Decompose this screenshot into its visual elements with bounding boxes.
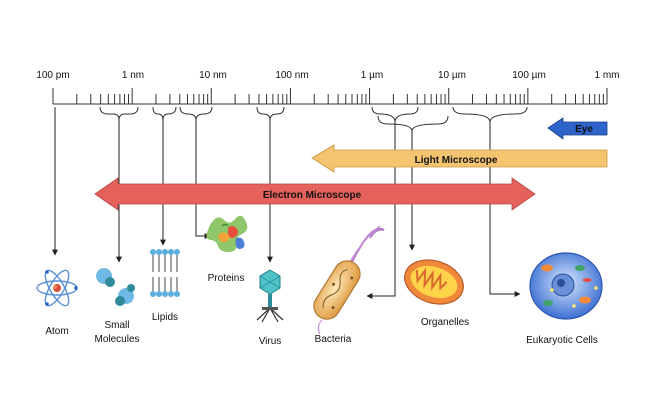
bracket-eukaryotic-cells (452, 106, 528, 123)
eye-label: Eye (575, 124, 593, 135)
scale-label-100um: 100 µm (512, 70, 546, 81)
lipids-label: Lipids (152, 312, 178, 323)
organelles-icon (404, 259, 464, 305)
bracket-organelles (377, 115, 449, 132)
lipid-head (168, 291, 174, 297)
scale-label-1um: 1 µm (361, 70, 383, 81)
scale-label-1mm: 1 mm (595, 70, 620, 81)
bracket-virus (256, 106, 285, 121)
lipid-head (150, 249, 156, 255)
range-light-microscope: Light Microscope (311, 144, 608, 173)
small-molecules-icon (96, 268, 135, 306)
small-molecules-label-line2: Molecules (94, 334, 139, 345)
virus-label: Virus (259, 336, 282, 347)
atom-label: Atom (45, 326, 68, 337)
lipid-head (174, 291, 180, 297)
proteins-label: Proteins (208, 273, 245, 284)
eukaryotic-cells-label: Eukaryotic Cells (526, 335, 598, 346)
scale-label-1nm: 1 nm (122, 70, 144, 81)
small-molecules-label-line1: Small (104, 320, 129, 331)
scale-label-100pm: 100 pm (36, 70, 69, 81)
scale-label-100nm: 100 nm (275, 70, 308, 81)
lipid-head (162, 291, 168, 297)
lipid-head (150, 291, 156, 297)
size-brackets (99, 106, 528, 132)
electron-microscope-arrow (94, 177, 536, 211)
lipid-head (156, 249, 162, 255)
pointer-proteins-path (195, 120, 211, 239)
scale-label-10nm: 10 nm (199, 70, 227, 81)
bacteria-icon (313, 225, 385, 335)
bracket-small-molecules (99, 106, 139, 121)
light-microscope-arrow (311, 144, 608, 173)
lipid-head (156, 291, 162, 297)
bracket-lipids (152, 106, 177, 121)
scale-label-10um: 10 µm (438, 70, 466, 81)
lipid-head (168, 249, 174, 255)
range-electron-microscope: Electron Microscope (94, 177, 536, 211)
electron-microscope-label: Electron Microscope (263, 190, 362, 201)
eye-arrow (547, 117, 608, 140)
pointer-eukaryotic-cells (489, 122, 521, 297)
proteins-icon (206, 215, 248, 252)
scale-labels: 100 pm 1 nm 10 nm 100 nm 1 µm 10 µm 100 … (36, 70, 619, 81)
eukaryotic-cells-icon (529, 252, 603, 320)
atom-icon (36, 269, 78, 307)
organelles-label: Organelles (421, 317, 469, 328)
lipids-icon (150, 249, 180, 297)
virus-icon (256, 269, 284, 323)
lipid-head (162, 249, 168, 255)
lipid-head (174, 249, 180, 255)
light-microscope-label: Light Microscope (415, 155, 498, 166)
ruler (52, 88, 608, 105)
bacteria-label: Bacteria (315, 334, 352, 345)
pointer-bacteria (366, 122, 396, 299)
range-eye: Eye (547, 117, 608, 140)
bracket-proteins (179, 106, 213, 121)
